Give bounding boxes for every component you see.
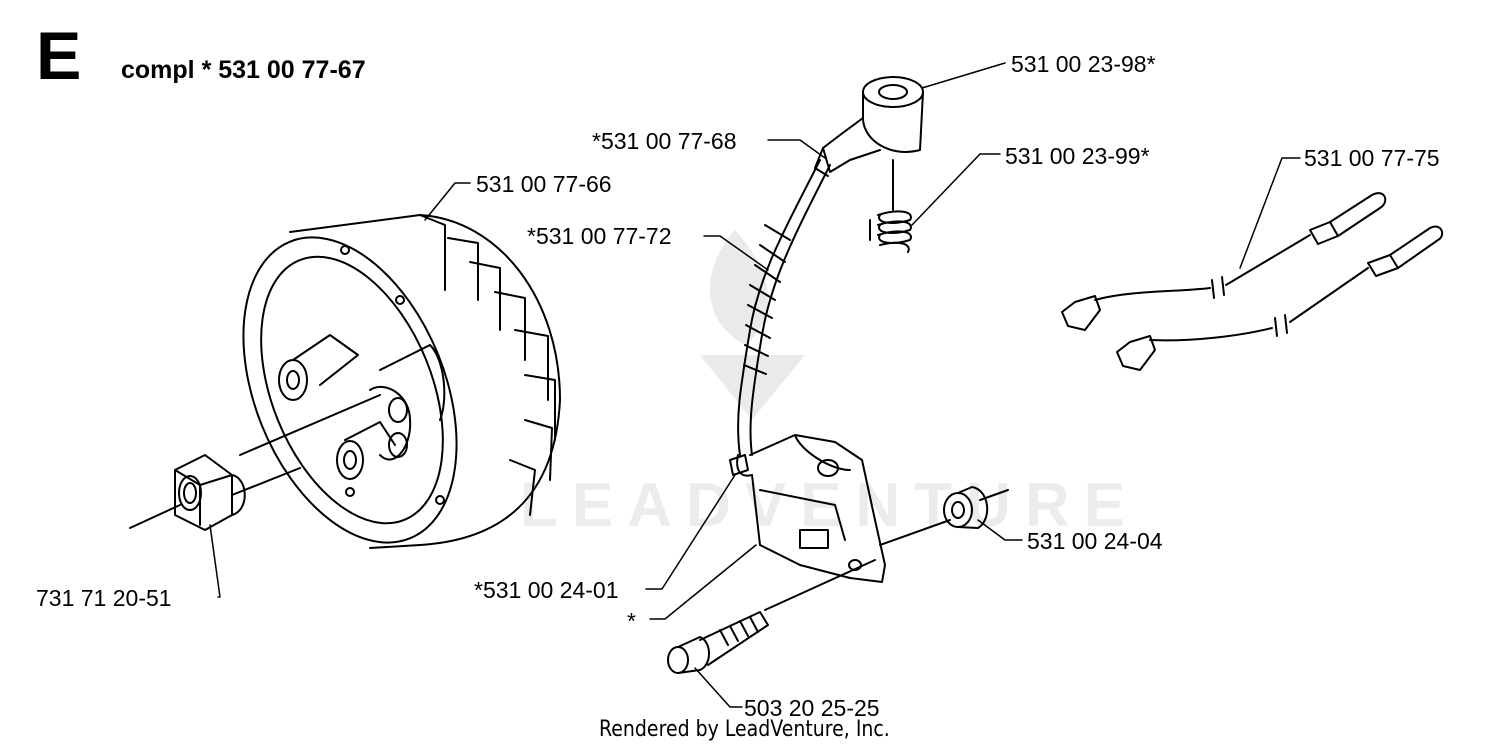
flywheel-part	[239, 214, 561, 549]
assembly-label: compl * 531 00 77-67	[121, 56, 366, 84]
watermark-text: LEADVENTURE	[520, 471, 1140, 540]
callout-spark-plug-cap: 531 00 23-98*	[1011, 51, 1156, 77]
callout-short-circuit-cable: 531 00 77-75	[1304, 145, 1440, 171]
callout-spacer: 531 00 24-04	[1027, 528, 1163, 554]
ignition-module-part	[729, 434, 886, 583]
callout-flywheel-nut: 731 71 20-51	[36, 585, 172, 611]
screw-part	[667, 559, 876, 674]
callout-screw: 503 20 25-25	[744, 695, 880, 721]
spacer-part	[879, 486, 1009, 546]
callout-protective-hose: *531 00 77-72	[527, 223, 672, 249]
callout-ignition-module: *531 00 24-01	[474, 577, 619, 603]
callout-ignition-cable: *531 00 77-68	[592, 128, 737, 154]
flywheel-nut-part	[129, 454, 301, 531]
leader-lines	[209, 62, 1301, 708]
section-letter: E	[36, 18, 82, 94]
callout-flywheel: 531 00 77-66	[476, 171, 612, 197]
callout-ignition-asterisk: *	[627, 608, 636, 634]
spring-part	[869, 159, 912, 253]
footer-credit: Rendered by LeadVenture, Inc.	[599, 717, 890, 742]
callout-spring: 531 00 23-99*	[1005, 143, 1150, 169]
short-circuit-cable-part	[1061, 192, 1444, 371]
spark-plug-cap-part	[814, 76, 924, 177]
